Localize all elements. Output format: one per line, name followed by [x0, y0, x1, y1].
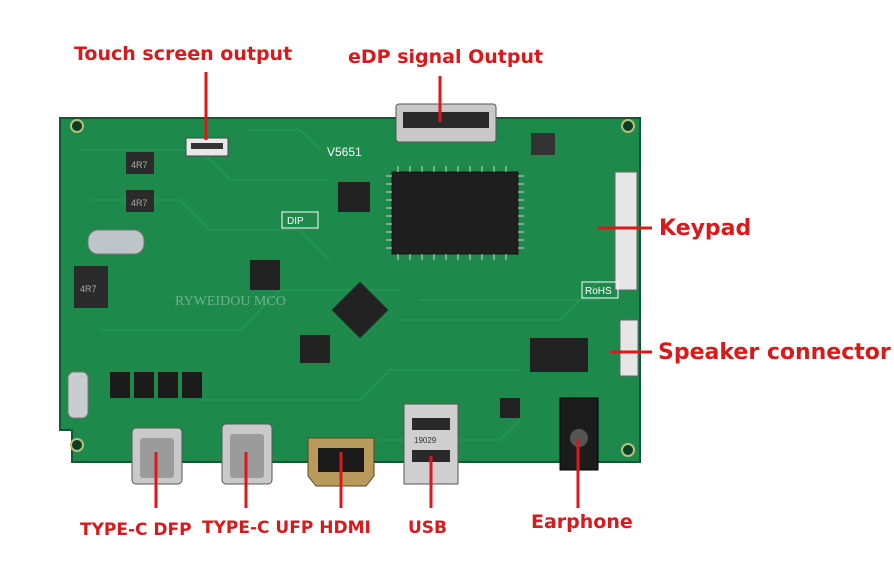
dip-tag: [281, 211, 319, 229]
usb-port-code: 19029: [414, 436, 437, 445]
rohs-tag: [581, 281, 619, 299]
small-chip-4: [300, 335, 330, 363]
small-chip-2: [250, 260, 280, 290]
label-type-c-ufp-hdmi: TYPE-C UFP HDMI: [202, 518, 371, 538]
label-usb: USB: [408, 518, 448, 538]
regulator-row: [110, 372, 202, 398]
small-chip-5: [531, 133, 555, 155]
chip-pins: [386, 166, 524, 260]
main-chip: [391, 171, 519, 255]
capacitor: [87, 229, 145, 255]
label-edp-signal-output: eDP signal Output: [348, 46, 544, 68]
rohs-text: RoHS: [585, 286, 612, 297]
watermark: RYWEIDOU MCO: [175, 294, 286, 309]
inductor-label-1: 4R7: [131, 160, 148, 170]
mounting-holes: [70, 119, 635, 457]
label-earphone: Earphone: [531, 511, 633, 533]
inductor-1: [126, 152, 154, 174]
small-chip-7: [500, 398, 520, 418]
label-touch-screen-output: Touch screen output: [74, 43, 293, 65]
inductor-2: [126, 190, 154, 212]
label-speaker-connector: Speaker connector: [658, 340, 891, 365]
leader-lines: [154, 72, 652, 508]
inductor-label-3: 4R7: [80, 284, 97, 294]
small-chip-1: [338, 182, 370, 212]
keypad-connector: [614, 171, 638, 291]
dip-text: DIP: [287, 216, 304, 227]
label-type-c-dfp: TYPE-C DFP: [80, 520, 192, 540]
label-keypad: Keypad: [659, 216, 752, 241]
inductor-3: [74, 266, 108, 308]
capacitor-2: [67, 371, 89, 419]
small-chip-6: [530, 338, 588, 372]
speaker-connector-part: [619, 319, 639, 377]
inductor-label-2: 4R7: [131, 198, 148, 208]
board-model: V5651: [327, 145, 362, 159]
